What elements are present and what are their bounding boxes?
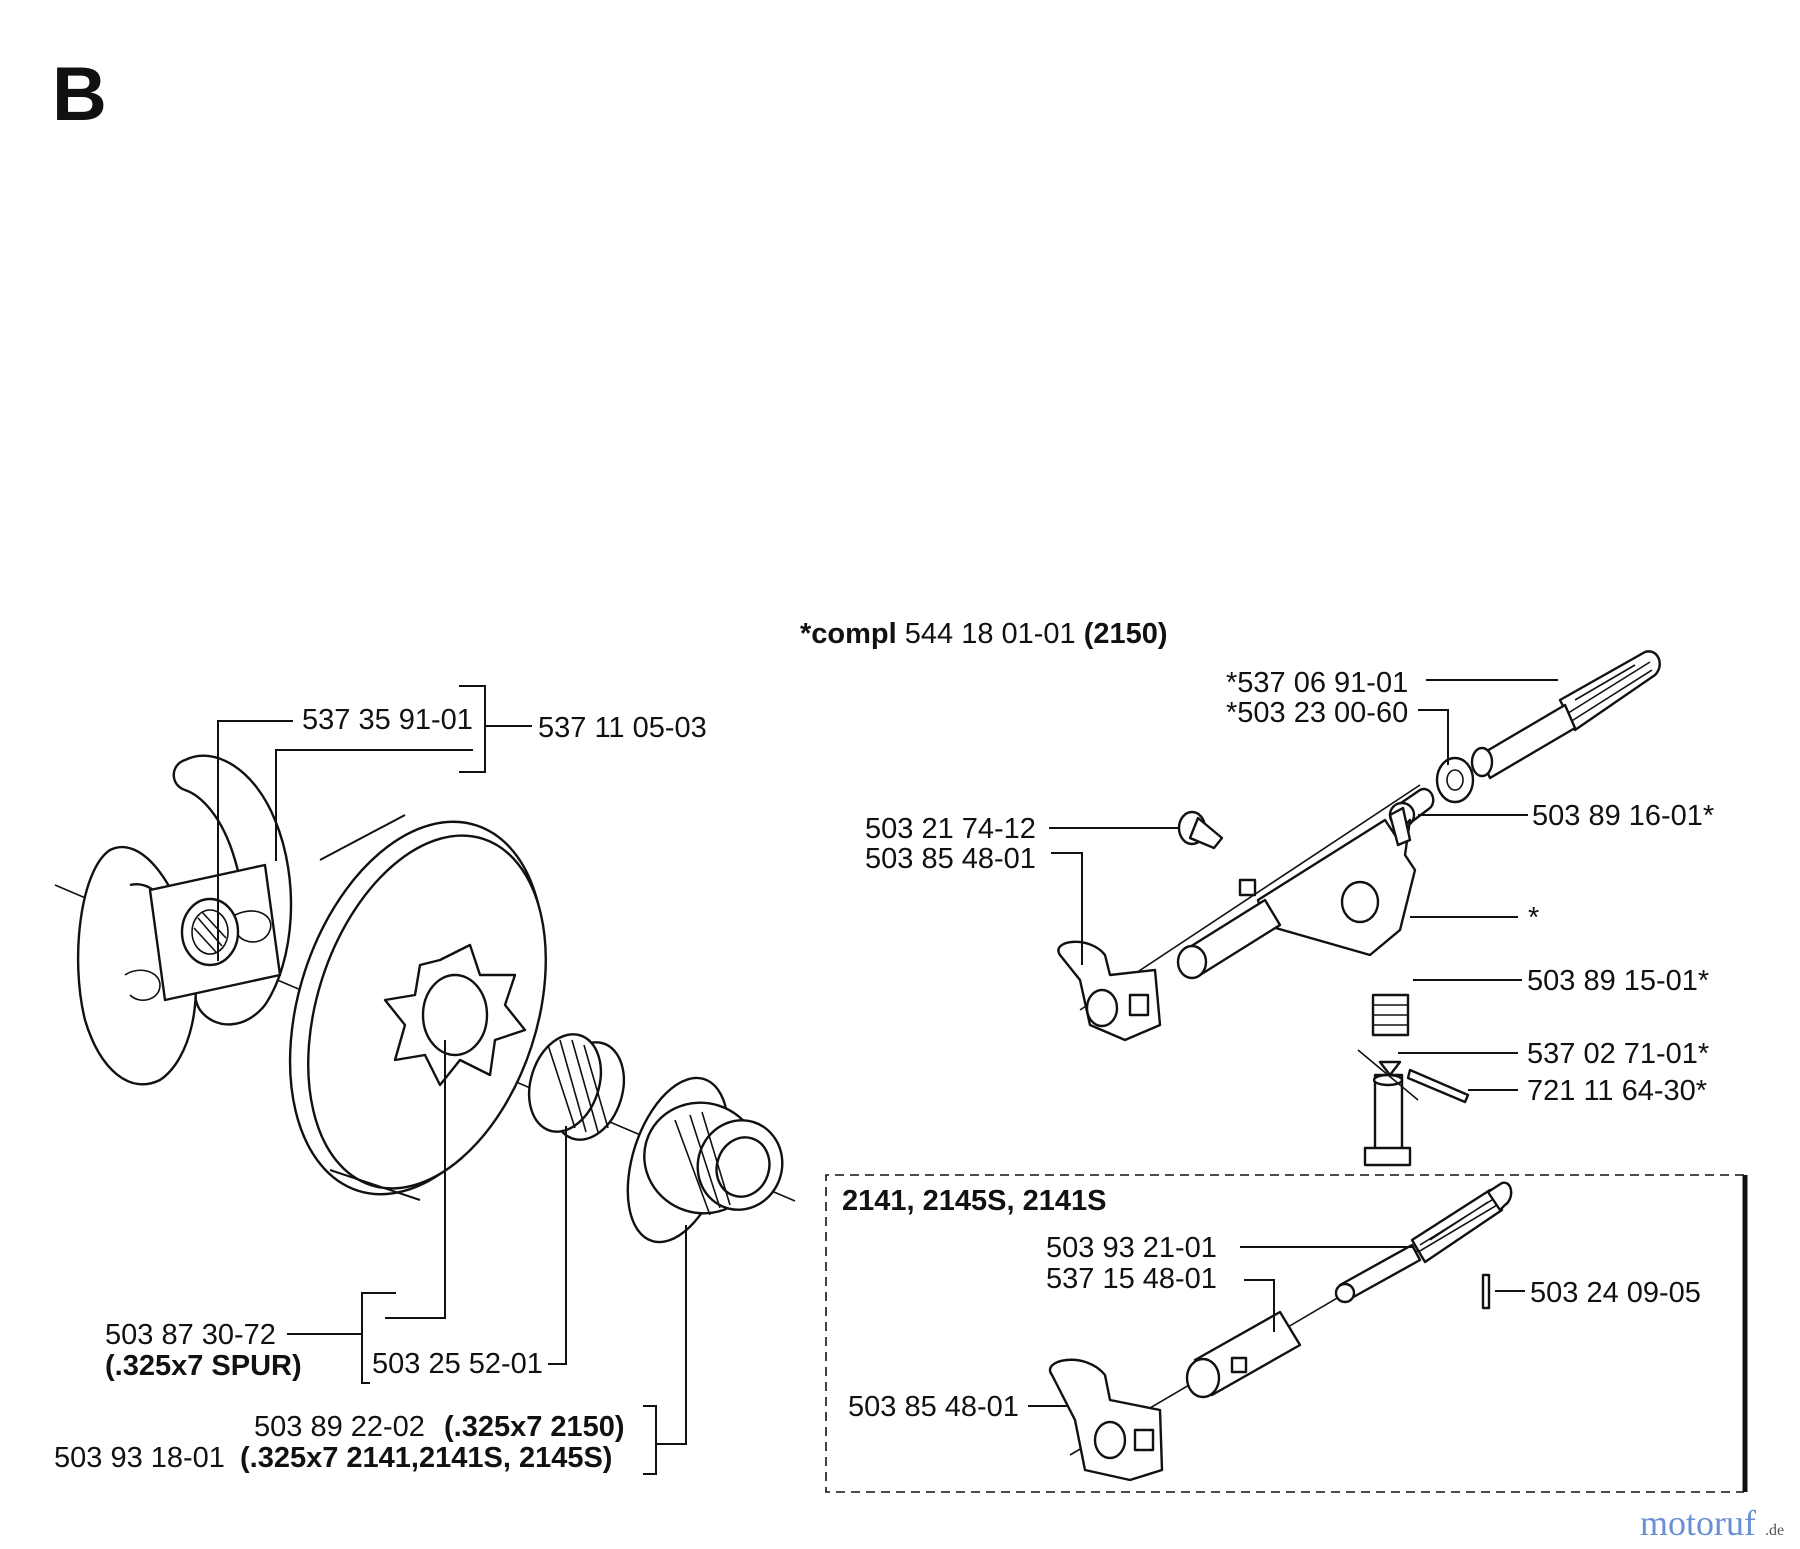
label-503-24-09-05: 503 24 09-05 (1530, 1277, 1701, 1309)
section-letter: B (52, 52, 107, 137)
label-503-85-48-01-a: 503 85 48-01 (865, 843, 1036, 875)
compl-model: (2150) (1084, 618, 1168, 650)
model-box: 2141, 2145S, 2141S (825, 1174, 1748, 1493)
label-note-2141: (.325x7 2141,2141S, 2145S) (240, 1442, 612, 1474)
compl-prefix: *compl (800, 618, 897, 650)
label-503-25-52-01: 503 25 52-01 (372, 1348, 543, 1380)
label-503-89-22-02: 503 89 22-02 (254, 1411, 425, 1443)
clutch-assembly (54, 754, 796, 1244)
leader-lines-right-top (1049, 679, 1558, 1091)
box-title: 2141, 2145S, 2141S (842, 1185, 1106, 1217)
watermark-brand: motoruf (1640, 1503, 1756, 1543)
label-537-02-71-01: 537 02 71-01* (1527, 1038, 1709, 1070)
labels-right-top: *537 06 91-01 *503 23 00-60 503 89 16-01… (865, 667, 1714, 1107)
label-537-15-48-01: 537 15 48-01 (1046, 1263, 1217, 1295)
watermark-logo: motoruf .de (1640, 1503, 1784, 1543)
label-721-11-64-30: 721 11 64-30* (1527, 1075, 1707, 1107)
compl-part: 544 18 01-01 (905, 618, 1076, 650)
labels-left: 537 35 91-01 537 11 05-03 503 87 30-72 (… (54, 704, 707, 1474)
label-503-87-30-72: 503 87 30-72 (105, 1319, 276, 1351)
label-star: * (1528, 902, 1539, 934)
labels-box: 503 93 21-01 537 15 48-01 503 24 09-05 5… (848, 1232, 1701, 1423)
leader-lines-box (1028, 1246, 1525, 1407)
label-503-85-48-01-b: 503 85 48-01 (848, 1391, 1019, 1423)
label-503-21-74-12: 503 21 74-12 (865, 813, 1036, 845)
label-note-2150: (.325x7 2150) (444, 1411, 625, 1443)
label-503-93-18-01: 503 93 18-01 (54, 1442, 225, 1474)
label-537-06-91-01: *537 06 91-01 (1226, 667, 1408, 699)
oil-pump-assembly (1057, 650, 1661, 1167)
label-503-89-16-01: 503 89 16-01* (1532, 800, 1714, 832)
watermark-tld: .de (1765, 1522, 1784, 1539)
svg-text:motoruf .de: motoruf .de (1640, 1503, 1784, 1543)
label-537-35-91-01: 537 35 91-01 (302, 704, 473, 736)
label-503-93-21-01: 503 93 21-01 (1046, 1232, 1217, 1264)
label-537-11-05-03: 537 11 05-03 (538, 712, 707, 744)
label-503-89-15-01: 503 89 15-01* (1527, 965, 1709, 997)
label-spur: (.325x7 SPUR) (105, 1350, 302, 1382)
leader-lines-left (217, 685, 687, 1475)
compl-header: *compl 544 18 01-01 (2150) (800, 618, 1168, 650)
label-503-23-00-60: *503 23 00-60 (1226, 697, 1408, 729)
